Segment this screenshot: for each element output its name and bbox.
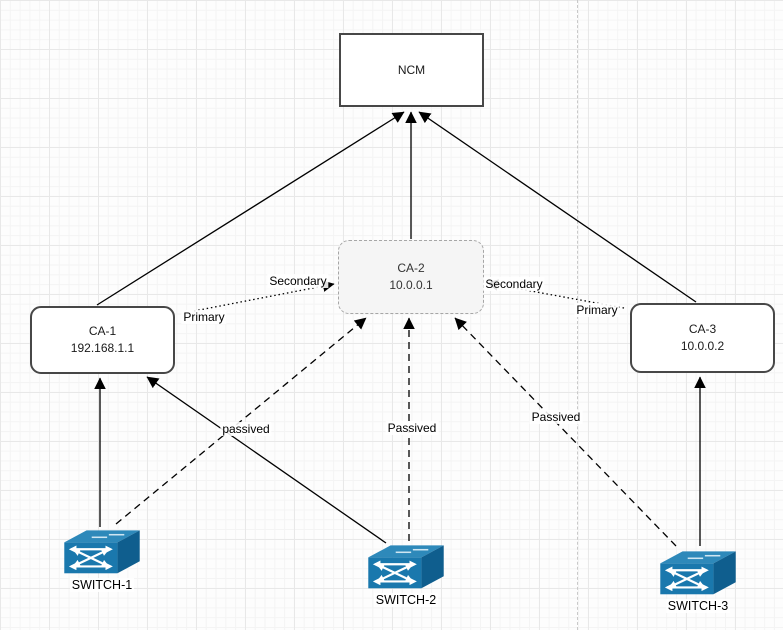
node-switch2-label: SWITCH-2: [373, 593, 439, 607]
edge-switch1-to-ca2[interactable]: [115, 317, 367, 525]
node-ca3-ip: 10.0.0.2: [680, 339, 725, 353]
edge-ca3-to-ca2[interactable]: [486, 279, 625, 309]
node-ca3-title: CA-3: [688, 322, 717, 336]
switch-icon: [64, 530, 140, 574]
label-passived-left: passived: [220, 422, 272, 436]
node-ca3[interactable]: CA-3 10.0.0.2: [630, 303, 775, 373]
node-switch1[interactable]: SWITCH-1: [58, 527, 146, 592]
switch-icon: [660, 551, 736, 595]
node-switch3[interactable]: SWITCH-3: [654, 548, 742, 613]
label-primary-left: Primary: [181, 310, 227, 324]
label-passived-right: Passived: [529, 410, 583, 424]
edge-switch3-to-ca2[interactable]: [454, 317, 677, 547]
node-switch1-label: SWITCH-1: [69, 578, 135, 592]
node-ncm[interactable]: NCM: [339, 33, 484, 107]
label-primary-right: Primary: [574, 303, 620, 317]
node-switch2[interactable]: SWITCH-2: [362, 542, 450, 607]
node-switch3-label: SWITCH-3: [665, 599, 731, 613]
node-ca2-ip: 10.0.0.1: [389, 278, 433, 292]
node-ncm-label: NCM: [397, 62, 426, 77]
node-ca2[interactable]: CA-2 10.0.0.1: [338, 240, 484, 314]
label-secondary-right: Secondary: [483, 277, 545, 291]
label-secondary-left: Secondary: [267, 274, 329, 288]
node-ca2-title: CA-2: [397, 261, 425, 275]
edge-ca3-to-ncm[interactable]: [418, 111, 697, 303]
node-ca1[interactable]: CA-1 192.168.1.1: [30, 306, 175, 374]
edge-switch2-to-ca1[interactable]: [146, 376, 387, 544]
label-passived-middle: Passived: [385, 421, 439, 435]
node-ca1-ip: 192.168.1.1: [70, 341, 135, 355]
switch-icon: [368, 545, 444, 589]
edge-ca1-to-ncm[interactable]: [96, 111, 405, 306]
node-ca1-title: CA-1: [88, 324, 117, 338]
edge-ca1-to-ca2[interactable]: [193, 280, 335, 312]
